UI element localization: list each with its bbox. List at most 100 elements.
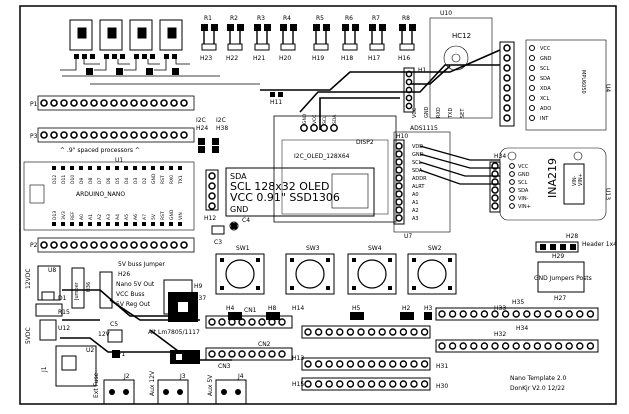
r15-label: R15 bbox=[58, 309, 70, 316]
h3-label: H3 bbox=[424, 305, 433, 312]
ina-pin-2: SCL bbox=[518, 180, 528, 186]
nano-bottom-pin-5: A2 bbox=[97, 214, 103, 220]
c3-label: C3 bbox=[214, 239, 222, 246]
bus-title: 5V buss Jumper bbox=[118, 261, 166, 268]
resistor-label-6: R6 bbox=[345, 15, 353, 22]
i2c-label-2: I2C bbox=[216, 117, 226, 124]
h30-label: H30 bbox=[436, 383, 448, 390]
bus-line-2: VCC Buss bbox=[116, 291, 145, 298]
nano-bottom-pin-4: A1 bbox=[88, 214, 94, 220]
i2c-h24-label: H24 bbox=[196, 125, 208, 132]
resistor-label-7: R7 bbox=[372, 15, 380, 22]
h2-label: H2 bbox=[402, 305, 411, 312]
hc12-pin-gnd: GND bbox=[424, 106, 430, 118]
nano-bottom-pin-2: REF bbox=[70, 211, 76, 220]
c5-label: C5 bbox=[110, 321, 118, 328]
nano-top-pin-9: D3 bbox=[133, 178, 139, 184]
ads-pin-sda: SDA bbox=[412, 168, 423, 174]
nano-bottom-pin-9: A6 bbox=[133, 214, 139, 220]
nano-bottom-pin-11: 5V bbox=[151, 213, 157, 220]
switch-label-2: SW3 bbox=[306, 245, 320, 252]
resistor-header-label-7: H17 bbox=[368, 55, 380, 62]
h32-label: H32 bbox=[494, 331, 506, 338]
resistor-label-5: R5 bbox=[316, 15, 324, 22]
mpu6050-module: U4 MPU6050 bbox=[499, 39, 611, 131]
i2c-headers: I2C H24 I2C H38 bbox=[196, 117, 228, 153]
ina-ref: H34 bbox=[494, 153, 506, 160]
switch-label-4: SW2 bbox=[428, 245, 442, 252]
nano-top-pin-6: D6 bbox=[106, 178, 112, 184]
title-line-2: DonKjr V2.0 12/22 bbox=[510, 385, 565, 392]
u1-label: U1 bbox=[115, 157, 123, 164]
p3-pins bbox=[40, 131, 188, 139]
resistor-label-3: R3 bbox=[257, 15, 265, 22]
long-header-pins bbox=[304, 310, 595, 388]
oled128-pin-vcc: VCC bbox=[312, 115, 318, 124]
h28-label: Header 1x4 bbox=[582, 241, 617, 248]
ads-ref: H10 bbox=[396, 133, 408, 140]
nano-top-pin-12: RST bbox=[160, 175, 166, 184]
h35-label: H35 bbox=[512, 299, 524, 306]
oled128-ref: DISP2 bbox=[356, 139, 374, 146]
ina-name: INA219 bbox=[546, 158, 559, 198]
resistor-label-4: R4 bbox=[283, 15, 291, 22]
h11-label: H11 bbox=[270, 99, 282, 106]
ina-side-1: VIN- bbox=[572, 175, 578, 186]
mpu-pin-ado: ADO bbox=[540, 106, 551, 112]
power-section: 12VDC 5VDC U8 D1 R15 U12 Jumper H36 5V b… bbox=[25, 261, 206, 344]
cn1-label: CN1 bbox=[244, 307, 257, 314]
mpu-pin-gnd: GND bbox=[540, 56, 552, 62]
header-1x4: H28 Header 1x4 bbox=[535, 233, 617, 253]
ads1115: ADS1115 H10 U7 bbox=[393, 125, 451, 240]
aux5-label: Aux 5V bbox=[207, 374, 214, 396]
ads-pin-addr: ADDR bbox=[412, 176, 427, 182]
h8-label: H8 bbox=[268, 305, 277, 312]
v5-label: 5VDC bbox=[25, 327, 32, 344]
oled32-ref: H12 bbox=[204, 215, 216, 222]
transistor-traces bbox=[60, 59, 260, 85]
gnd-label: GND Jumpers Posts bbox=[534, 275, 592, 282]
u10-label: U10 bbox=[440, 10, 452, 17]
bus-line-1: Nano 5V Out bbox=[116, 281, 155, 288]
h28-ref: H28 bbox=[566, 233, 578, 240]
resistor-header-label-5: H19 bbox=[312, 55, 324, 62]
nano-top-pin-5: D7 bbox=[97, 178, 103, 184]
mpu-pin-xcl: XCL bbox=[540, 96, 550, 102]
nano-bottom-pin-6: A3 bbox=[106, 214, 112, 220]
ads-pin-a3: A3 bbox=[412, 216, 419, 222]
j1-label: J1 bbox=[41, 366, 48, 373]
oled32-line-0: SDA bbox=[230, 172, 247, 181]
mpu-pin-vcc: VCC bbox=[540, 46, 551, 52]
h27-ref: H27 bbox=[554, 295, 566, 302]
d1-label: D1 bbox=[58, 295, 67, 302]
jumper-label: Jumper bbox=[74, 281, 80, 301]
hc12-pin-rxd: RXD bbox=[436, 107, 442, 118]
nano-bottom-pin-7: A4 bbox=[115, 214, 121, 220]
h36-label: H36 bbox=[86, 282, 92, 292]
nano-bottom-pin-0: D13 bbox=[52, 211, 58, 220]
nano-top-pin-4: D8 bbox=[88, 178, 94, 184]
resistor-header-label-1: H23 bbox=[200, 55, 212, 62]
mpu-pin-xda: XDA bbox=[540, 86, 551, 92]
board-outline bbox=[19, 5, 617, 405]
p1-header bbox=[37, 95, 195, 111]
capacitors: C4 C3 bbox=[211, 217, 250, 246]
oled32-line-2: VCC 0.91" SSD1306 bbox=[230, 191, 340, 204]
v12b-label: 12V bbox=[98, 331, 111, 338]
alt-note: Alt Lm7805/1117 bbox=[148, 329, 200, 336]
long-headers: H35 H34 bbox=[301, 299, 599, 391]
mpu-ref: U4 bbox=[604, 84, 611, 92]
cn3-label: CN3 bbox=[218, 363, 231, 370]
nano-top-pin-14: TX1 bbox=[178, 175, 184, 185]
transistor-modules bbox=[69, 19, 183, 51]
resistor-label-8: R8 bbox=[402, 15, 410, 22]
nano-top-pin-2: D10 bbox=[70, 175, 76, 184]
p3-label: P3 bbox=[30, 133, 38, 140]
h29-ref: H29 bbox=[552, 253, 564, 260]
ads-name: ADS1115 bbox=[410, 125, 438, 132]
nano-bottom-pin-14: VIN bbox=[178, 212, 184, 220]
